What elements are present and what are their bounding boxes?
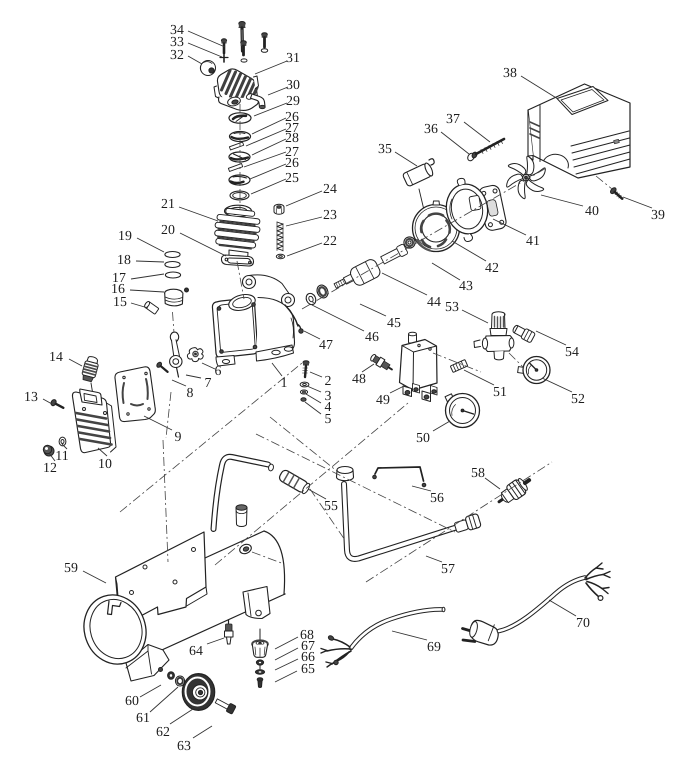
svg-text:30: 30: [286, 77, 300, 92]
svg-text:35: 35: [378, 141, 392, 156]
svg-text:52: 52: [571, 391, 585, 406]
svg-text:26: 26: [285, 109, 299, 124]
svg-text:44: 44: [427, 294, 441, 309]
svg-text:1: 1: [280, 375, 287, 390]
svg-text:24: 24: [323, 181, 337, 196]
svg-text:38: 38: [503, 65, 517, 80]
svg-text:9: 9: [174, 429, 181, 444]
svg-text:31: 31: [286, 50, 300, 65]
svg-text:40: 40: [585, 203, 599, 218]
svg-text:67: 67: [301, 638, 315, 653]
svg-text:22: 22: [323, 233, 337, 248]
svg-text:29: 29: [286, 93, 300, 108]
svg-text:60: 60: [125, 693, 139, 708]
svg-text:4: 4: [324, 399, 331, 414]
svg-text:51: 51: [493, 384, 507, 399]
svg-text:32: 32: [170, 47, 184, 62]
svg-text:21: 21: [161, 196, 175, 211]
svg-text:46: 46: [365, 329, 379, 344]
svg-text:37: 37: [446, 111, 460, 126]
svg-text:66: 66: [301, 649, 315, 664]
svg-text:6: 6: [214, 363, 221, 378]
svg-text:56: 56: [430, 490, 444, 505]
svg-text:63: 63: [177, 738, 191, 753]
svg-text:28: 28: [285, 130, 299, 145]
svg-text:64: 64: [189, 643, 203, 658]
svg-text:34: 34: [170, 22, 184, 37]
svg-text:42: 42: [485, 260, 499, 275]
svg-text:2: 2: [324, 373, 331, 388]
svg-text:43: 43: [459, 278, 473, 293]
svg-text:20: 20: [161, 222, 175, 237]
svg-text:26: 26: [285, 155, 299, 170]
svg-text:13: 13: [24, 389, 38, 404]
svg-text:3: 3: [324, 388, 331, 403]
svg-text:70: 70: [576, 615, 590, 630]
svg-text:62: 62: [156, 724, 170, 739]
svg-text:49: 49: [376, 392, 390, 407]
svg-text:58: 58: [471, 465, 485, 480]
svg-text:16: 16: [111, 281, 125, 296]
svg-text:68: 68: [300, 627, 314, 642]
svg-text:18: 18: [117, 252, 131, 267]
svg-text:57: 57: [441, 561, 455, 576]
svg-text:59: 59: [64, 560, 78, 575]
svg-text:39: 39: [651, 207, 665, 222]
svg-text:48: 48: [352, 371, 366, 386]
svg-text:7: 7: [204, 375, 211, 390]
svg-text:47: 47: [319, 337, 333, 352]
svg-text:10: 10: [98, 456, 112, 471]
svg-text:5: 5: [324, 411, 331, 426]
svg-text:61: 61: [136, 710, 150, 725]
svg-text:54: 54: [565, 344, 579, 359]
svg-text:23: 23: [323, 207, 337, 222]
svg-text:11: 11: [55, 448, 68, 463]
svg-text:19: 19: [118, 228, 132, 243]
svg-text:50: 50: [416, 430, 430, 445]
svg-text:65: 65: [301, 661, 315, 676]
svg-text:41: 41: [526, 233, 540, 248]
svg-text:27: 27: [285, 144, 299, 159]
svg-text:33: 33: [170, 34, 184, 49]
svg-text:53: 53: [445, 299, 459, 314]
svg-text:25: 25: [285, 170, 299, 185]
svg-text:14: 14: [49, 349, 63, 364]
svg-text:45: 45: [387, 315, 401, 330]
svg-text:15: 15: [113, 294, 127, 309]
svg-text:17: 17: [112, 270, 126, 285]
svg-text:27: 27: [285, 120, 299, 135]
svg-text:55: 55: [324, 498, 338, 513]
svg-text:69: 69: [427, 639, 441, 654]
svg-text:8: 8: [186, 385, 193, 400]
svg-text:36: 36: [424, 121, 438, 136]
svg-text:12: 12: [43, 460, 57, 475]
